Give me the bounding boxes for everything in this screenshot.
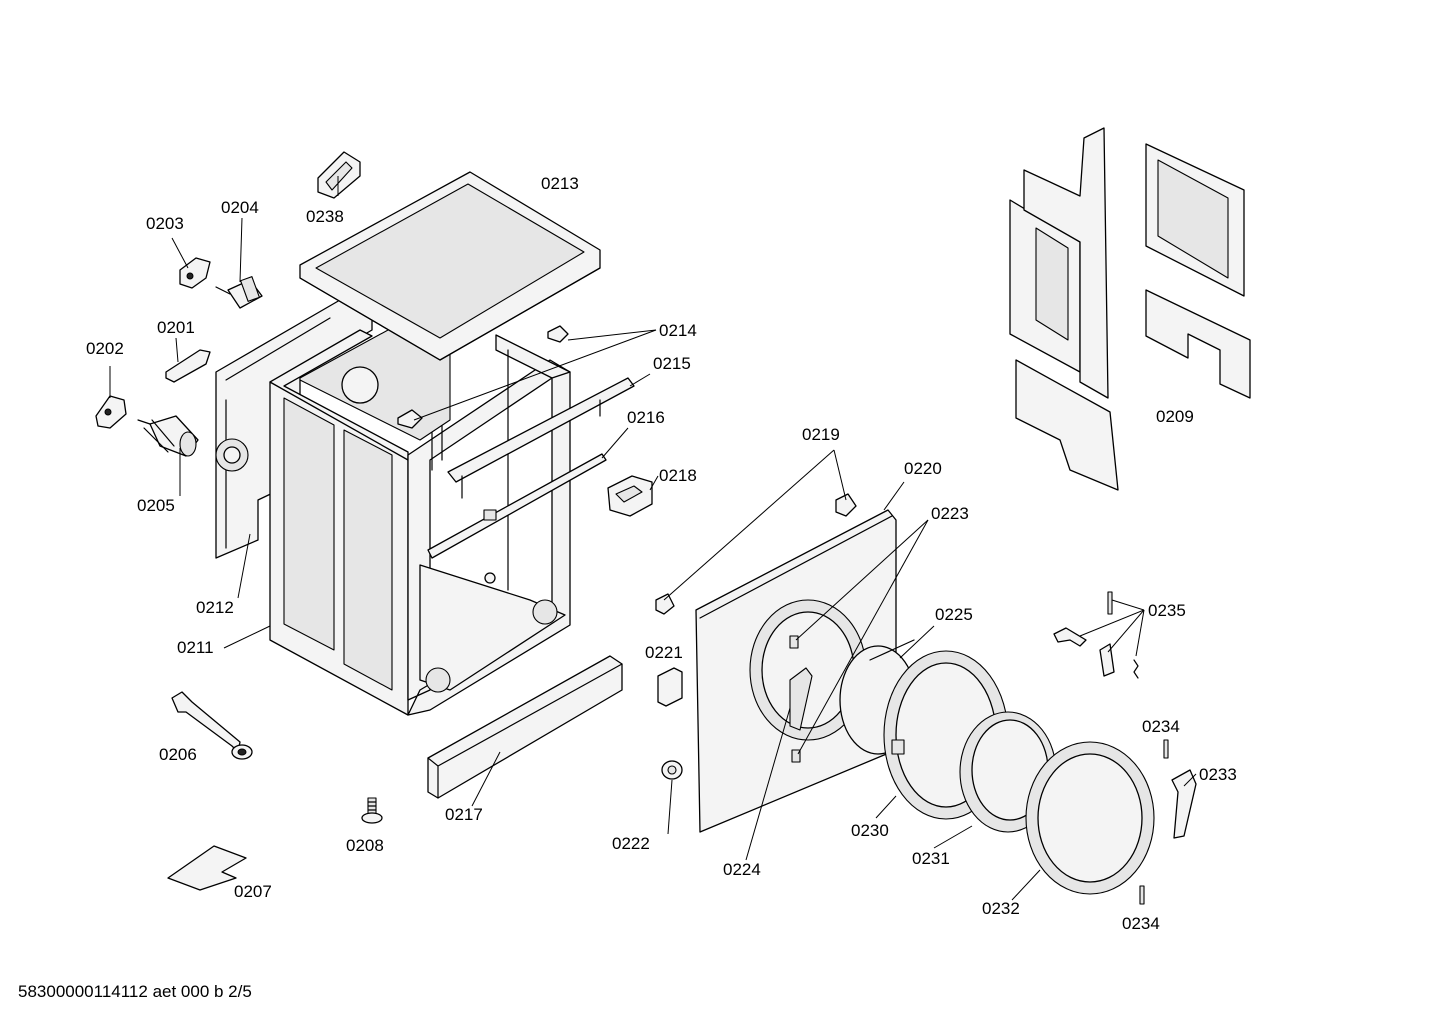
label-0233: 0233: [1199, 765, 1237, 784]
kick-panel-0217: [427, 655, 623, 799]
label-0205: 0205: [137, 496, 175, 515]
clip-0219: [655, 493, 857, 615]
label-0234-bottom: 0234: [1122, 914, 1160, 933]
door-ring-0232: [1025, 741, 1155, 895]
pins-0234: [1139, 739, 1169, 905]
label-0221: 0221: [645, 643, 683, 662]
label-0216: 0216: [627, 408, 665, 427]
shim-0207: [167, 845, 247, 891]
leader-lines: [109, 176, 1197, 901]
label-0207: 0207: [234, 882, 272, 901]
label-0204: 0204: [221, 198, 259, 217]
lock-0218: [607, 475, 653, 517]
part-0203: [179, 257, 211, 289]
label-0225: 0225: [935, 605, 973, 624]
label-0203: 0203: [146, 214, 184, 233]
clip-0214: [397, 325, 569, 429]
filter-0205: [137, 415, 199, 457]
label-0209: 0209: [1156, 407, 1194, 426]
knob-0222: [661, 760, 683, 780]
bracket-0201: [165, 349, 211, 383]
cabinet-0211: [269, 317, 571, 716]
label-0202: 0202: [86, 339, 124, 358]
rail-0216: [427, 453, 607, 559]
label-0230: 0230: [851, 821, 889, 840]
clip-0238: [317, 151, 361, 199]
label-0214: 0214: [659, 321, 697, 340]
label-0231: 0231: [912, 849, 950, 868]
hinge-0233: [1171, 769, 1197, 839]
label-0219: 0219: [802, 425, 840, 444]
label-0208: 0208: [346, 836, 384, 855]
foot-0208: [361, 797, 383, 824]
part-0221: [657, 667, 683, 707]
label-0223: 0223: [931, 504, 969, 523]
wrench-0206: [171, 691, 253, 760]
label-0220: 0220: [904, 459, 942, 478]
front-panel-0220: [695, 509, 897, 833]
parts-0235: [1053, 591, 1139, 679]
label-0206: 0206: [159, 745, 197, 764]
label-0213: 0213: [541, 174, 579, 193]
drawing-reference-code: 58300000114112 aet 000 b 2/5: [18, 982, 252, 1001]
insulation-0209: [1009, 127, 1251, 491]
label-0238: 0238: [306, 207, 344, 226]
label-0212: 0212: [196, 598, 234, 617]
label-0215: 0215: [653, 354, 691, 373]
label-0235: 0235: [1148, 601, 1186, 620]
label-0234-top: 0234: [1142, 717, 1180, 736]
motor-0204: [215, 276, 263, 309]
label-0211: 0211: [177, 638, 214, 657]
label-0201: 0201: [157, 318, 195, 337]
label-0217: 0217: [445, 805, 483, 824]
top-lid-0213: [299, 171, 601, 361]
label-0232: 0232: [982, 899, 1020, 918]
part-0202: [95, 395, 127, 429]
label-0222: 0222: [612, 834, 650, 853]
rail-0215: [447, 377, 635, 499]
label-0224: 0224: [723, 860, 761, 879]
label-0218: 0218: [659, 466, 697, 485]
